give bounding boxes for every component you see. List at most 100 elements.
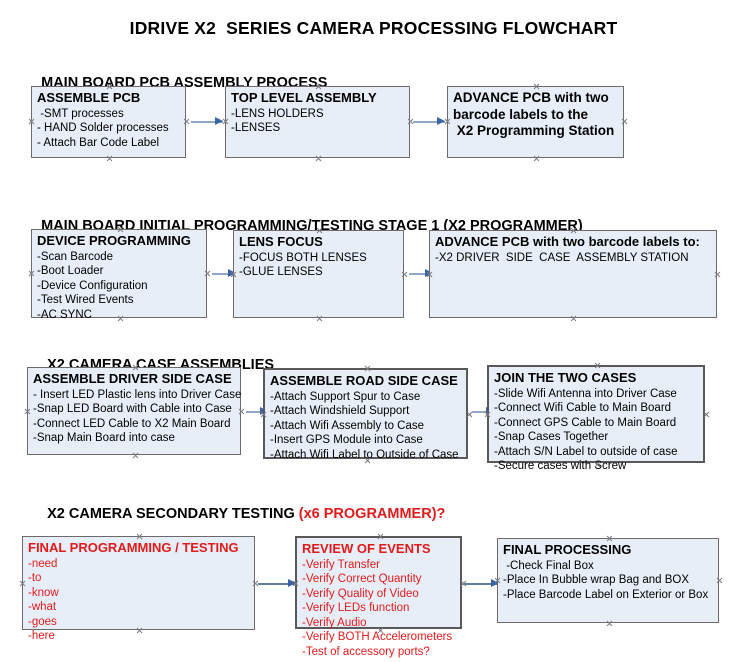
arrow-final-programming-to-review-of-events [258,579,296,588]
arrow-head [228,269,236,277]
connection-handle-top[interactable] [594,362,601,369]
box-line: X2 Programming Station [453,123,615,138]
box-line: barcode labels to the [453,106,589,122]
arrow-shaft [212,273,236,275]
box-review-of-events[interactable]: REVIEW OF EVENTS -Verify Transfer -Verif… [295,536,462,658]
box-line: -Connect GPS Cable to Main Board [494,416,677,429]
connection-handle-right[interactable] [204,270,211,277]
arrow-shaft [413,121,445,123]
box-top-level-assembly[interactable]: TOP LEVEL ASSEMBLY -LENS HOLDERS -LENSES [225,86,410,158]
connection-handle-left[interactable] [28,270,35,277]
box-join-the-two-cases[interactable]: JOIN THE TWO CASES -Slide Wifi Antenna i… [487,362,705,472]
box-final-programming-testing[interactable]: FINAL PROGRAMMING / TESTING -need -to -k… [19,536,255,642]
connection-handle-left[interactable] [19,580,26,587]
connection-handle-bottom[interactable] [106,155,113,162]
box-line: -AC SYNC [37,308,92,321]
section-heading-text: X2 CAMERA SECONDARY TESTING [47,506,299,522]
page-title: IDRIVE X2 SERIES CAMERA PROCESSING FLOWC… [129,18,618,38]
connection-handle-bottom[interactable] [533,155,540,162]
box-line: -X2 DRIVER SIDE CASE ASSEMBLY STATION [435,251,689,264]
box-device-programming[interactable]: DEVICE PROGRAMMING -Scan Barcode -Boot L… [28,229,207,321]
box-line: -Place In Bubble wrap Bag and BOX [503,574,690,586]
connection-handle-right[interactable] [401,271,408,278]
connection-handle-bottom[interactable] [316,315,323,322]
arrow-assemble-pcb-to-top-level-assembly [191,117,223,126]
arrow-shaft [246,411,268,413]
box-line: -Attach Windshield Support [270,405,410,417]
arrow-head [288,579,296,587]
box-line: -Secure cases with Screw [494,460,627,472]
box-title: FINAL PROGRAMMING / TESTING [28,540,239,555]
arrow-head [215,117,223,125]
arrow-review-of-events-to-final-processing [463,579,499,588]
section-heading-x2-camera-secondary-testing: X2 CAMERA SECONDARY TESTING (x6 PROGRAMM… [31,490,445,538]
arrow-shaft [409,273,433,275]
box-line: -Check Final Box [503,559,594,572]
box-line: -Verify Transfer [302,558,380,571]
box-line: -Verify Audio [302,616,367,629]
box-title: ADVANCE PCB with two barcode labels to: [435,234,700,249]
connection-handle-right[interactable] [714,271,721,278]
connection-handle-top[interactable] [606,535,613,542]
box-advance-pcb-to-programming-station[interactable]: ADVANCE PCB with two barcode labels to t… [447,86,624,158]
box-line: -Slide Wifi Antenna into Driver Case [494,387,677,400]
box-line: -Attach S/N Label to outside of case [494,445,678,458]
box-title: JOIN THE TWO CASES [494,370,637,385]
box-line: -Boot Loader [37,265,104,277]
box-assemble-driver-side-case[interactable]: ASSEMBLE DRIVER SIDE CASE - Insert LED P… [27,367,241,455]
box-assemble-road-side-case[interactable]: ASSEMBLE ROAD SIDE CASE -Attach Support … [263,365,468,461]
box-line: -Scan Barcode [37,250,114,263]
box-line: -Snap Main Board into case [33,432,175,444]
box-line: -Device Configuration [37,279,148,292]
box-line-overflow: -Test of accessory ports? [302,645,430,658]
box-title: FINAL PROCESSING [503,542,632,557]
box-title: DEVICE PROGRAMMING [37,233,191,248]
box-line: -SMT processes [37,107,124,120]
connection-handle-right[interactable] [703,411,710,418]
box-title: ASSEMBLE ROAD SIDE CASE [270,373,458,388]
box-final-processing[interactable]: FINAL PROCESSING -Check Final Box -Place… [497,538,719,623]
box-line: -Attach Wifi Label to Outside of Case [270,448,459,461]
arrow-shaft [191,121,223,123]
connection-handle-left[interactable] [222,118,229,125]
box-line: -Place Barcode Label on Exterior or Box [503,588,709,601]
box-line: -Verify Correct Quantity [302,573,422,585]
connection-handle-left[interactable] [24,408,31,415]
box-assemble-pcb[interactable]: ASSEMBLE PCB -SMT processes - HAND Solde… [31,86,186,158]
connection-handle-right[interactable] [621,118,628,125]
box-line: -Connect LED Cable to X2 Main Board [33,417,231,430]
connection-handle-bottom[interactable] [315,155,322,162]
box-advance-pcb-to-driver-side-case[interactable]: ADVANCE PCB with two barcode labels to: … [429,230,717,318]
box-line: -Verify BOTH Accelerometers [302,631,453,643]
connection-handle-top[interactable] [364,365,371,372]
box-line: -LENSES [231,122,281,134]
connection-handle-right[interactable] [716,577,723,584]
box-line: -goes [28,615,57,628]
connection-handle-bottom[interactable] [570,315,577,322]
connection-handle-left[interactable] [444,118,451,125]
box-line: -Insert GPS Module into Case [270,434,423,446]
box-line: -to [28,572,42,584]
connection-handle-left[interactable] [28,118,35,125]
box-line: -Test Wired Events [37,294,134,306]
box-title: ASSEMBLE PCB [37,90,141,105]
connection-handle-top[interactable] [533,83,540,90]
connection-handle-bottom[interactable] [606,620,613,627]
arrow-head [437,117,445,125]
arrow-shaft [258,583,296,585]
box-lens-focus[interactable]: LENS FOCUS -FOCUS BOTH LENSES -GLUE LENS… [233,230,404,318]
connection-handle-right[interactable] [183,118,190,125]
box-line: - HAND Solder processes [37,122,169,134]
box-line: -Verify Quality of Video [302,587,419,600]
box-line: -what [28,601,57,613]
section-heading-accent: (x6 PROGRAMMER)? [298,506,446,522]
connection-handle-bottom[interactable] [132,452,139,459]
arrow-shaft [472,411,494,413]
box-line: -here [28,630,55,642]
box-line: -Attach Support Spur to Case [270,390,421,403]
box-line: -FOCUS BOTH LENSES [239,251,367,264]
box-line: -LENS HOLDERS [231,107,324,120]
connection-handle-right[interactable] [238,408,245,415]
arrow-head [491,579,499,587]
